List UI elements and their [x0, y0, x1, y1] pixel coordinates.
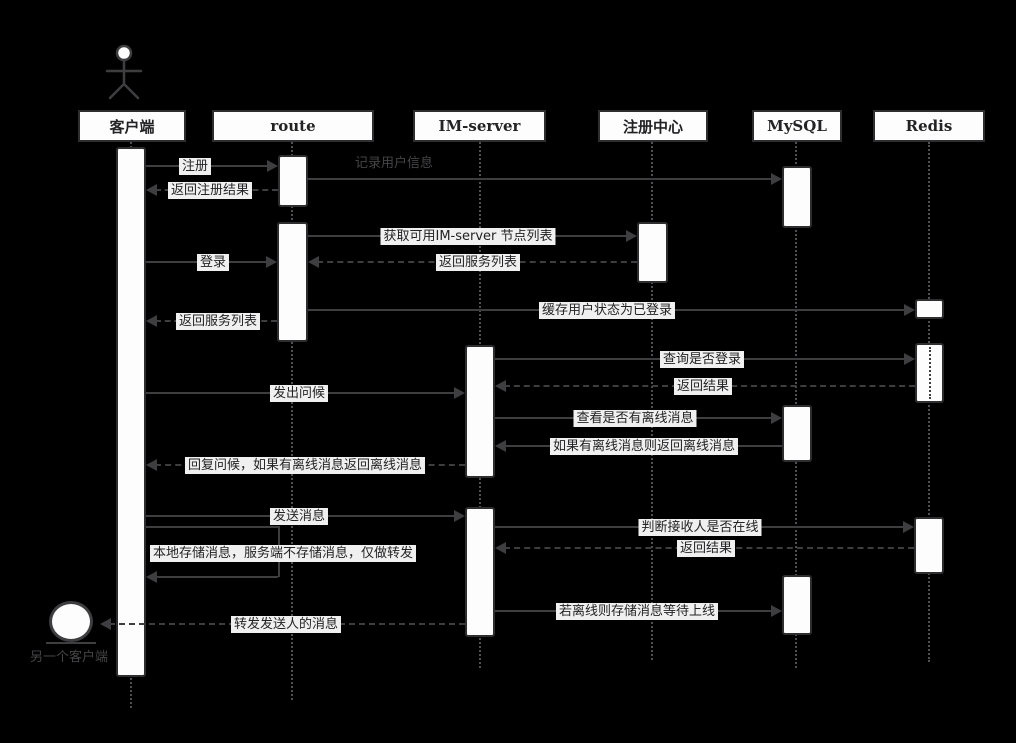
message-arrowhead-return-service-list-route [308, 256, 319, 268]
message-label-register: 注册 [178, 158, 212, 175]
activation-im-1 [465, 345, 495, 478]
message-label-query-login: 查询是否登录 [659, 351, 745, 368]
message-arrowhead-store-offline-message [771, 605, 782, 617]
activation-route-1 [278, 155, 308, 207]
message-label-return-result-1: 返回结果 [673, 378, 733, 395]
message-label-get-imserver-list: 获取可用IM-server 节点列表 [380, 228, 556, 245]
message-arrowhead-send-greeting [454, 387, 465, 399]
message-arrowhead-reply-greeting [146, 459, 157, 471]
message-arrowhead-register-result [146, 184, 157, 196]
other-client-label: 另一个客户端 [30, 650, 109, 665]
message-label-register-result: 返回注册结果 [167, 182, 253, 199]
message-arrowhead-query-login [904, 353, 915, 365]
message-label-forward-message: 转发发送人的消息 [230, 616, 342, 633]
message-line-local-store-note-return [155, 576, 278, 578]
actor-icon [104, 44, 144, 102]
message-label-record-user-info: 记录用户信息 [355, 156, 434, 171]
message-arrowhead-get-imserver-list [626, 230, 637, 242]
message-arrowhead-send-message [454, 510, 465, 522]
message-label-login: 登录 [196, 254, 230, 271]
activation-route-2 [277, 222, 308, 342]
message-label-return-service-list-route: 返回服务列表 [435, 254, 521, 271]
message-arrowhead-record-user-info [771, 173, 782, 185]
message-arrowhead-return-offline-messages [495, 440, 506, 452]
message-arrowhead-forward-message [100, 618, 111, 630]
activation-registry-1 [637, 222, 668, 283]
activation-redis-1 [915, 299, 944, 319]
message-label-return-offline-messages: 如果有离线消息则返回离线消息 [549, 438, 739, 455]
participant-client: 客户端 [78, 110, 186, 142]
message-arrowhead-check-offline-messages [771, 412, 782, 424]
message-arrowhead-check-recipient-online [903, 521, 914, 533]
activation-client-main [116, 147, 146, 677]
participant-im-server: IM-server [413, 110, 546, 142]
activation-inner-lifeline [928, 347, 931, 399]
message-label-store-offline-message: 若离线则存储消息等待上线 [555, 603, 719, 620]
activation-mysql-2 [782, 405, 812, 462]
message-label-reply-greeting: 回复问候，如果有离线消息返回离线消息 [184, 457, 426, 474]
activation-im-2 [465, 507, 495, 637]
participant-mysql: MySQL [752, 110, 842, 142]
message-label-local-store-note: 本地存储消息，服务端不存储消息，仅做转发 [150, 545, 417, 562]
message-arrowhead-return-result-2 [495, 542, 506, 554]
message-label-send-message: 发送消息 [269, 508, 329, 525]
message-arrowhead-cache-login-state [904, 304, 915, 316]
message-label-send-greeting: 发出问候 [269, 385, 329, 402]
activation-redis-3 [914, 517, 944, 574]
message-arrowhead-login [266, 256, 277, 268]
participant-registry: 注册中心 [598, 110, 708, 142]
message-arrowhead-local-store-note [146, 571, 157, 583]
message-arrowhead-return-service-list-client [146, 315, 157, 327]
participant-route: route [212, 110, 374, 142]
participant-redis: Redis [873, 110, 985, 142]
message-arrowhead-register [267, 160, 278, 172]
message-label-check-offline-messages: 查看是否有离线消息 [573, 410, 697, 427]
lifeline-route [291, 142, 293, 700]
message-label-cache-login-state: 缓存用户状态为已登录 [538, 302, 676, 319]
activation-redis-2 [915, 343, 944, 403]
message-label-return-result-2: 返回结果 [676, 540, 736, 557]
message-line-record-user-info [307, 178, 773, 180]
message-line-local-store-note [146, 526, 280, 528]
message-label-check-recipient-online: 判断接收人是否在线 [638, 519, 762, 536]
message-label-return-service-list-client: 返回服务列表 [175, 313, 261, 330]
lifeline-registry [651, 142, 653, 660]
activation-mysql-3 [782, 575, 812, 635]
other-client-entity-icon [49, 601, 93, 642]
activation-mysql-1 [782, 166, 812, 228]
message-arrowhead-return-result-1 [495, 380, 506, 392]
other-client-underline [46, 642, 96, 644]
